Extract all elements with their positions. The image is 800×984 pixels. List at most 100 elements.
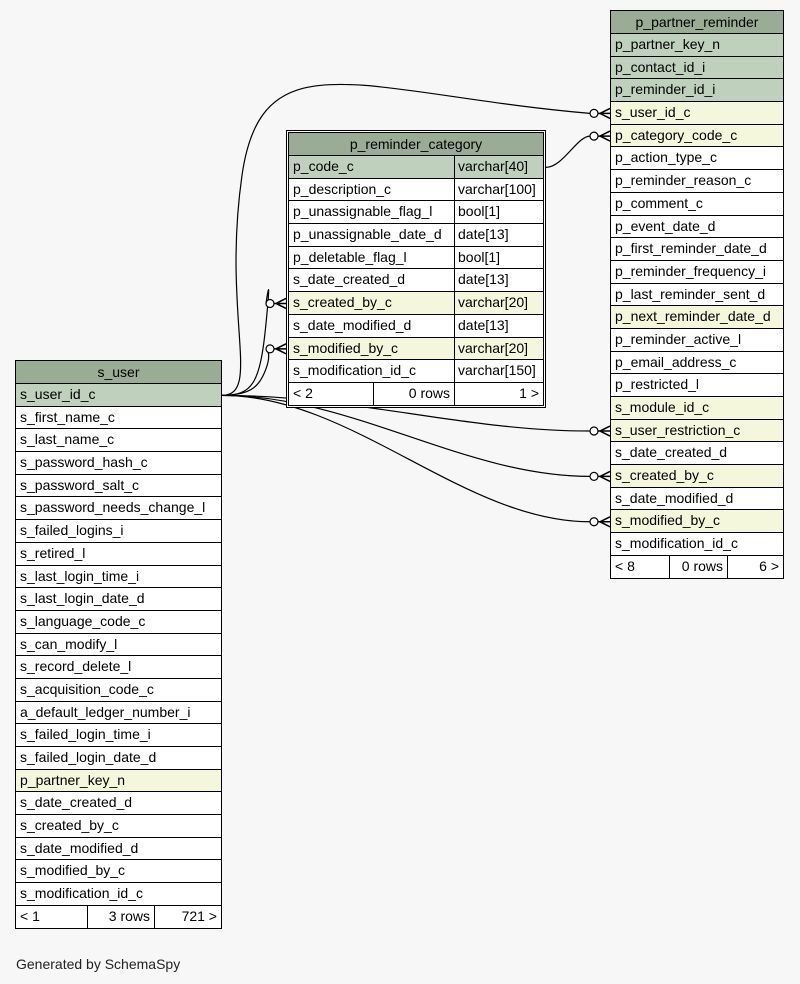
table-row[interactable]: s_password_salt_c [16,475,221,498]
table-row[interactable]: p_partner_key_n [611,34,783,57]
table-row[interactable]: p_partner_key_n [16,769,221,793]
table-row[interactable]: s_last_login_time_i [16,566,221,589]
table-row[interactable]: p_reminder_active_l [611,329,783,352]
column-name: s_last_login_date_d [20,590,145,607]
table-row[interactable]: s_created_by_c [16,815,221,838]
table-row[interactable]: p_comment_c [611,193,783,216]
table-row[interactable]: s_modified_by_c [611,510,783,534]
column-name: s_created_by_c [293,294,392,311]
table-row[interactable]: p_category_code_c [611,124,783,148]
column-name: s_created_by_c [615,467,714,484]
table-row[interactable]: p_reminder_reason_c [611,170,783,193]
parents-link[interactable]: < 8 [615,557,635,574]
column-name: s_modified_by_c [293,339,399,356]
table-row[interactable]: p_contact_id_i [611,56,783,80]
column-name: p_reminder_reason_c [615,172,752,189]
table-row[interactable]: s_password_needs_change_l [16,497,221,521]
table-row[interactable]: p_next_reminder_date_d [611,306,783,329]
table-row[interactable]: s_date_created_d [16,792,221,816]
column-name: s_modification_id_c [293,362,416,379]
row-count: 0 rows [373,382,454,405]
table-row[interactable]: s_last_login_date_d [16,588,221,611]
table-row[interactable]: p_action_type_c [611,147,783,171]
table-row[interactable]: s_created_by_c [611,465,783,488]
column-name: p_partner_key_n [20,771,126,788]
table-row[interactable]: s_retired_l [16,543,221,566]
table-row[interactable]: s_password_hash_c [16,452,221,475]
table-row[interactable]: s_language_code_c [16,611,221,634]
table-row[interactable]: s_failed_login_time_i [16,724,221,747]
relationship-line [545,135,591,168]
table-row[interactable]: p_first_reminder_date_d [611,238,783,261]
column-name: s_failed_logins_i [20,522,124,539]
table-row[interactable]: s_acquisition_code_c [16,679,221,702]
table-row[interactable]: p_email_address_c [611,352,783,375]
table-row[interactable]: s_modified_by_c [16,860,221,884]
zero-cardinality-marker [589,471,599,482]
table-row[interactable]: s_user_id_c [611,102,783,125]
column-name: s_failed_login_time_i [20,726,151,743]
table-row[interactable]: p_reminder_id_i [611,79,783,103]
table-row[interactable]: p_event_date_d [611,216,783,239]
table-row[interactable]: s_first_name_c [16,407,221,430]
table-row[interactable]: s_user_id_c [16,384,221,407]
table-row[interactable]: p_last_reminder_sent_d [611,284,783,307]
children-link[interactable]: 1 > [454,382,543,405]
table-row[interactable]: s_modified_by_c varchar[20] [289,337,543,361]
column-name: s_date_modified_d [615,489,734,506]
table-row[interactable]: p_restricted_l [611,374,783,397]
table-row[interactable]: p_reminder_frequency_i [611,261,783,284]
table-row[interactable]: s_record_delete_l [16,656,221,679]
table-row[interactable]: s_date_modified_d [16,838,221,861]
column-name: p_reminder_id_i [615,81,716,98]
column-type: varchar[20] [454,337,543,360]
table-title: s_user [16,361,221,384]
column-name: p_last_reminder_sent_d [615,285,766,302]
column-name: s_date_created_d [20,794,133,811]
table-row[interactable]: a_default_ledger_number_i [16,702,221,725]
children-link[interactable]: 6 > [727,555,783,578]
table-row[interactable]: s_modification_id_c [16,883,221,906]
column-name: p_restricted_l [615,376,700,393]
table-row[interactable]: s_failed_login_date_d [16,747,221,770]
table-row[interactable]: s_failed_logins_i [16,520,221,543]
column-name: s_failed_login_date_d [20,749,157,765]
table-row[interactable]: s_can_modify_l [16,634,221,657]
parents-link[interactable]: < 2 [293,384,313,401]
column-name: p_description_c [293,180,392,197]
column-type: date[13] [454,314,543,337]
column-name: p_code_c [293,158,354,174]
column-name: p_contact_id_i [615,58,706,75]
table-row[interactable]: s_date_modified_d [611,488,783,511]
column-name: p_comment_c [615,194,703,211]
column-name: s_modification_id_c [615,535,738,552]
table-row[interactable]: s_date_modified_d date[13] [289,314,543,338]
column-name: s_user_restriction_c [615,421,741,438]
table-row[interactable]: s_modification_id_c [611,533,783,556]
column-name: s_date_modified_d [293,316,412,333]
column-type: date[13] [454,269,543,292]
column-name: s_modified_by_c [615,512,721,529]
table-row[interactable]: s_user_restriction_c [611,419,783,443]
parents-link[interactable]: < 1 [20,907,40,924]
column-name: s_acquisition_code_c [20,680,154,697]
table-row[interactable]: s_module_id_c [611,397,783,420]
table-row[interactable]: s_date_created_d [611,442,783,466]
children-link[interactable]: 721 > [154,905,221,928]
table-row[interactable]: s_last_name_c [16,429,221,453]
column-name: a_default_ledger_number_i [20,703,191,720]
